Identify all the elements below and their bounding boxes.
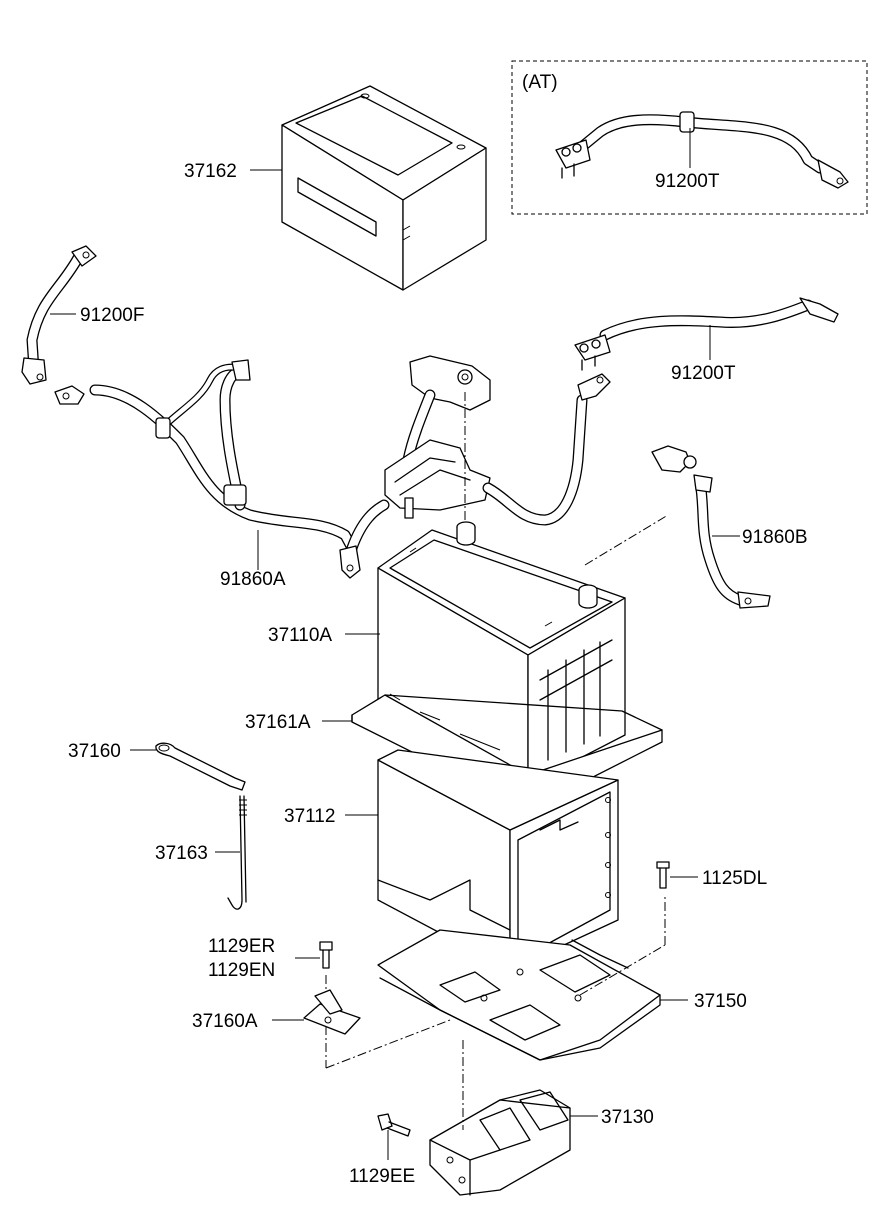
- at-inset: (AT): [511, 60, 868, 215]
- label-37130: 37130: [601, 1107, 654, 1128]
- battery-cover-37162: [281, 85, 487, 291]
- label-91860A: 91860A: [220, 569, 286, 590]
- terminal-fuse-block: [384, 355, 611, 526]
- battery-37110A: [377, 521, 626, 786]
- label-1129EN: 1129EN: [208, 960, 275, 981]
- part-labels: 37162 91200T 91200F 91200T 91860B 91860A…: [68, 161, 808, 1187]
- harness-91860A: [54, 359, 390, 579]
- bolt-1129EE: [377, 1113, 411, 1137]
- insulator-37112: [377, 749, 619, 971]
- label-37163: 37163: [155, 843, 208, 864]
- bolt-1125DL: [656, 861, 670, 889]
- label-37112: 37112: [284, 806, 335, 827]
- bracket-37160A: [303, 989, 361, 1035]
- cable-91860B: [584, 445, 771, 609]
- rod-37163: [227, 795, 247, 910]
- cable-91200T: [574, 297, 839, 371]
- label-91200T-at: 91200T: [655, 171, 720, 192]
- label-37110A: 37110A: [268, 625, 332, 646]
- cable-91200F: [21, 245, 97, 385]
- label-37160: 37160: [68, 741, 121, 762]
- label-91200F: 91200F: [80, 305, 144, 326]
- label-91200T: 91200T: [671, 363, 736, 384]
- bracket-37130: [429, 1040, 571, 1196]
- label-1129EE: 1129EE: [349, 1166, 415, 1187]
- tray-37150: [377, 895, 666, 1061]
- label-37161A: 37161A: [245, 712, 311, 733]
- at-cable-drawing: [555, 111, 849, 189]
- clamp-37160: [155, 742, 246, 791]
- label-37150: 37150: [694, 991, 747, 1012]
- label-1129ER: 1129ER: [208, 936, 275, 957]
- label-37162: 37162: [184, 161, 237, 182]
- at-inset-label: (AT): [522, 72, 558, 93]
- label-1125DL: 1125DL: [702, 868, 767, 889]
- leader-lines: [50, 128, 740, 1160]
- label-91860B: 91860B: [742, 527, 808, 548]
- label-37160A: 37160A: [192, 1011, 258, 1032]
